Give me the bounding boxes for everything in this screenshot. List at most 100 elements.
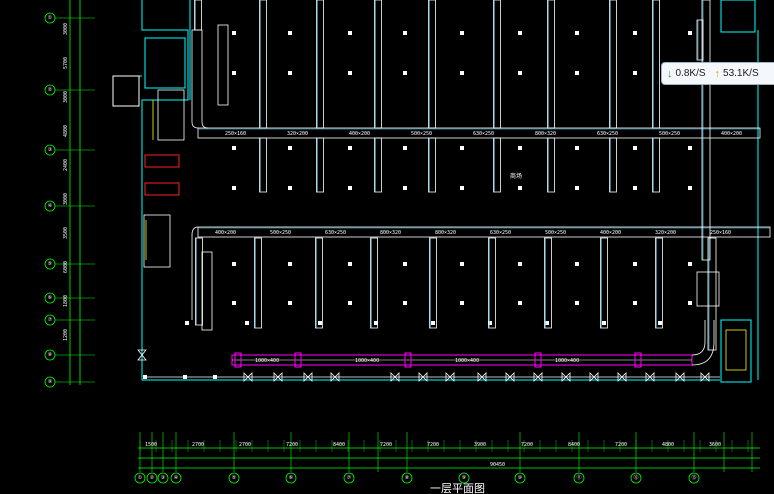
duct-size-label: 250×160 bbox=[225, 131, 246, 137]
axis-marker-label: ⑨ bbox=[462, 475, 466, 481]
drawing-title: 一层平面图 bbox=[430, 482, 485, 494]
diffuser-dot bbox=[460, 301, 464, 305]
network-speed-widget[interactable]: ↓ 0.8K/S ↑ 53.1K/S bbox=[661, 62, 774, 85]
diffuser-dot bbox=[575, 146, 579, 150]
axis-marker-circle bbox=[44, 258, 56, 270]
diffuser-dot bbox=[688, 186, 692, 190]
axis-marker-circle bbox=[146, 472, 158, 484]
duct-branch bbox=[316, 137, 324, 193]
duct-size-label: 400×200 bbox=[600, 230, 621, 236]
download-speed: 0.8K/S bbox=[675, 68, 706, 79]
valve-icon bbox=[137, 349, 147, 361]
diffuser-dot bbox=[518, 31, 522, 35]
diffuser-dot bbox=[460, 146, 464, 150]
diffuser-dot bbox=[688, 301, 692, 305]
column-dot bbox=[545, 321, 549, 325]
duct-size-label: 800×320 bbox=[535, 131, 556, 137]
diffuser-dot bbox=[348, 262, 352, 266]
axis-marker-circle bbox=[228, 472, 240, 484]
diffuser-dot bbox=[688, 31, 692, 35]
left-dim-label: 2400 bbox=[63, 159, 69, 171]
left-dimension-axis: ①②③④⑤⑥⑦⑧⑨3000570030004800240030003500600… bbox=[44, 0, 95, 388]
valve-icon bbox=[273, 372, 283, 382]
axis-marker-label: ④ bbox=[48, 203, 53, 209]
duct-size-label: 630×250 bbox=[490, 230, 511, 236]
diffuser-dot bbox=[288, 262, 292, 266]
diffuser-dot bbox=[348, 31, 352, 35]
valve-icon bbox=[645, 372, 655, 382]
duct-size-label: 250×160 bbox=[710, 230, 731, 236]
duct-branch bbox=[655, 237, 663, 329]
axis-marker-label: ③ bbox=[48, 147, 52, 153]
duct-branch bbox=[544, 237, 552, 329]
duct-branch bbox=[547, 0, 555, 129]
duct-segment bbox=[197, 226, 771, 238]
duct-size-label: 500×250 bbox=[545, 230, 566, 236]
valve-icon bbox=[561, 372, 571, 382]
diffuser-dot bbox=[575, 186, 579, 190]
column-dot bbox=[318, 321, 322, 325]
left-dim-label: 3000 bbox=[63, 193, 69, 205]
total-dim-label: 90450 bbox=[490, 462, 505, 468]
diffuser-dot bbox=[575, 71, 579, 75]
duct-branch bbox=[316, 0, 324, 129]
duct-size-label: 630×250 bbox=[597, 131, 618, 137]
duct-branch bbox=[195, 237, 203, 326]
valve-icon bbox=[505, 372, 515, 382]
valve-icon bbox=[477, 372, 487, 382]
axis-marker-circle bbox=[343, 472, 355, 484]
bottom-dim-label: 2700 bbox=[239, 442, 251, 448]
diffuser-dot bbox=[633, 71, 637, 75]
diffuser-dot bbox=[288, 71, 292, 75]
exhaust-joint bbox=[404, 352, 412, 368]
diffuser-dot bbox=[288, 31, 292, 35]
duct-branch bbox=[254, 237, 262, 329]
axis-marker-circle bbox=[44, 12, 56, 24]
duct-size-label: 630×250 bbox=[473, 131, 494, 137]
diffuser-dot bbox=[348, 186, 352, 190]
diffuser-dot bbox=[232, 146, 236, 150]
axis-marker-circle bbox=[630, 472, 642, 484]
left-dim-label: 3000 bbox=[63, 23, 69, 35]
duct-branch bbox=[652, 137, 660, 193]
duct-size-label: 800×320 bbox=[435, 230, 456, 236]
stairwell-symbols bbox=[143, 89, 747, 371]
bottom-dim-label: 7200 bbox=[380, 442, 392, 448]
duct-branch bbox=[194, 0, 202, 31]
left-dim-label: 1200 bbox=[63, 329, 69, 341]
axis-marker-label: ① bbox=[138, 475, 143, 481]
silencer-box bbox=[201, 251, 213, 331]
valve-icon bbox=[700, 372, 710, 382]
axis-marker-label: ⑧ bbox=[405, 475, 410, 481]
axis-marker-label: ② bbox=[150, 475, 155, 481]
ceiling-diffusers bbox=[143, 31, 692, 379]
axis-marker-circle bbox=[285, 472, 297, 484]
axis-marker-circle bbox=[688, 472, 700, 484]
duct-branch bbox=[315, 237, 323, 329]
duct-branch bbox=[428, 137, 436, 193]
valve-icon bbox=[418, 372, 428, 382]
axis-marker-circle bbox=[514, 472, 526, 484]
axis-marker-circle bbox=[44, 84, 56, 96]
duct-branch bbox=[600, 237, 608, 329]
duct-branch bbox=[429, 237, 437, 329]
column-dot bbox=[245, 321, 249, 325]
diffuser-dot bbox=[288, 146, 292, 150]
room-label: 商场 bbox=[510, 172, 522, 180]
valve-symbols bbox=[137, 349, 720, 382]
diffuser-dot bbox=[518, 301, 522, 305]
duct-branch bbox=[707, 237, 717, 351]
diffuser-dot bbox=[403, 146, 407, 150]
axis-marker-circle bbox=[170, 472, 182, 484]
diffuser-dot bbox=[633, 301, 637, 305]
duct-branch bbox=[428, 0, 436, 129]
axis-marker-circle bbox=[44, 200, 56, 212]
diffuser-dot bbox=[460, 262, 464, 266]
exhaust-size-label: 1000×400 bbox=[355, 358, 379, 364]
left-dim-label: 4800 bbox=[63, 125, 69, 137]
axis-marker-label: ② bbox=[48, 87, 53, 93]
diffuser-dot bbox=[575, 31, 579, 35]
